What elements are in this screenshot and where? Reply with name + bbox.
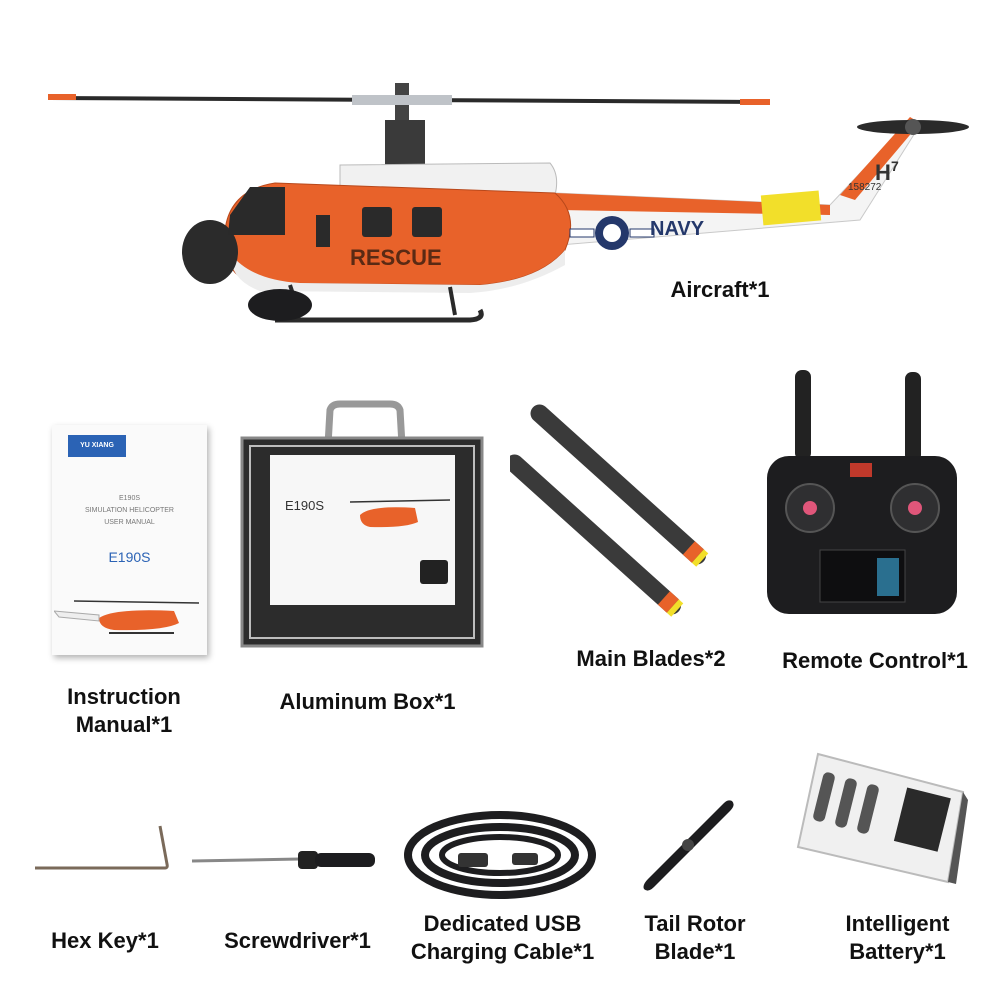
manual-model: E190S (108, 549, 151, 565)
manual-brand: YU XIANG (68, 435, 126, 457)
tail-code-sup: 7 (891, 158, 899, 174)
aircraft-label: Aircraft*1 (670, 277, 770, 302)
aluminum-box-label: Aluminum Box*1 (279, 689, 456, 714)
aluminum-box-image: E190S (240, 400, 484, 648)
intelligent-battery-image (796, 752, 968, 884)
tail-rotor-blade-image (643, 800, 734, 891)
rescue-marking: RESCUE (350, 245, 442, 270)
battery-label-line1: Intelligent (845, 911, 950, 936)
main-blades-image (510, 404, 709, 617)
usb-cable-image (404, 811, 596, 899)
cable-label-line2: Charging Cable*1 (410, 939, 595, 964)
manual-label-line2: Manual*1 (75, 712, 173, 737)
battery-label-line2: Battery*1 (849, 939, 946, 964)
tail-serial: 158272 (848, 182, 882, 193)
aircraft-image: H 7 158272 RESCUE NAVY (48, 83, 969, 323)
tail-rotor-label: Tail Rotor Blade*1 (620, 910, 770, 966)
manual-line2: SIMULATION HELICOPTER (85, 507, 174, 514)
tail-label-line1: Tail Rotor (644, 911, 746, 936)
cable-label-line1: Dedicated USB (423, 911, 582, 936)
manual-label-line1: Instruction (67, 684, 181, 709)
manual-line1: E190S (118, 495, 141, 502)
tail-code: H (875, 160, 891, 185)
manual-line3: USER MANUAL (104, 519, 155, 526)
navy-marking: NAVY (650, 218, 705, 240)
hex-key-label: Hex Key*1 (51, 928, 159, 953)
main-blades-label: Main Blades*2 (576, 646, 726, 671)
tail-label-line2: Blade*1 (654, 939, 736, 964)
usb-cable-label: Dedicated USB Charging Cable*1 (395, 910, 610, 966)
remote-control-label: Remote Control*1 (782, 648, 968, 673)
box-model: E190S (285, 498, 324, 513)
remote-control-image (767, 370, 957, 614)
hex-key-image (35, 825, 169, 870)
manual-helicopter-thumb (54, 600, 200, 634)
screwdriver-label: Screwdriver*1 (224, 928, 371, 953)
instruction-manual-image: YU XIANG E190S SIMULATION HELICOPTER USE… (52, 425, 207, 655)
screwdriver-image (191, 851, 375, 869)
intelligent-battery-label: Intelligent Battery*1 (820, 910, 975, 966)
instruction-manual-label: Instruction Manual*1 (44, 683, 204, 739)
